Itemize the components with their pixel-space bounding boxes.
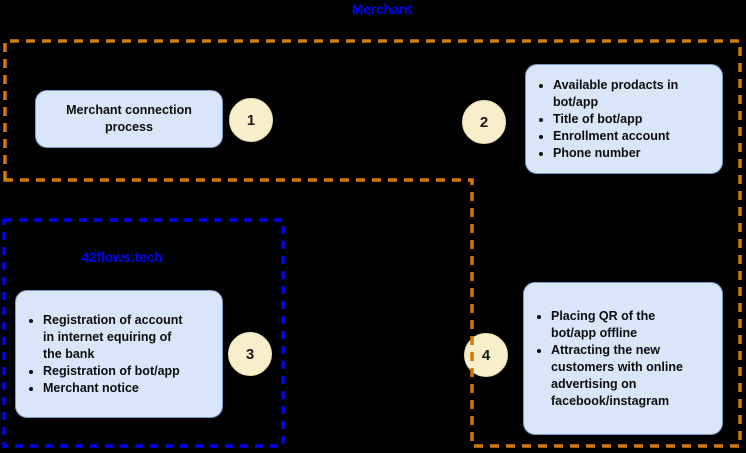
step-circle-2: 2 [462, 100, 506, 144]
step-circle-1: 1 [229, 98, 273, 142]
step-number: 3 [245, 345, 255, 363]
list-item: Enrollment account [553, 128, 678, 145]
node-promotion-tasks: Placing QR of the bot/app offline Attrac… [523, 282, 723, 435]
bullet-list: Available prodacts in bot/app Title of b… [526, 77, 684, 162]
list-item: Placing QR of the bot/app offline [551, 308, 683, 342]
list-item: Registration of account in internet equi… [43, 312, 183, 363]
list-item: Phone number [553, 145, 678, 162]
list-item: Merchant notice [43, 380, 183, 397]
merchant-region-label: Merchant [351, 2, 412, 17]
list-item: Title of bot/app [553, 111, 678, 128]
step-number: 4 [481, 346, 491, 364]
list-item: Available prodacts in bot/app [553, 77, 678, 111]
node-merchant-connection-process: Merchant connection process [35, 90, 223, 148]
bullet-list: Placing QR of the bot/app offline Attrac… [524, 308, 689, 410]
step-number: 2 [479, 113, 489, 131]
bullet-list: Registration of account in internet equi… [16, 312, 189, 397]
list-item: Registration of bot/app [43, 363, 183, 380]
node-title: Merchant connection process [66, 103, 192, 134]
step-number: 1 [246, 111, 256, 129]
company-region-label: 42flows.tech [81, 250, 163, 265]
node-registration-tasks: Registration of account in internet equi… [15, 290, 223, 418]
node-bot-requirements: Available prodacts in bot/app Title of b… [525, 64, 723, 174]
step-circle-3: 3 [228, 332, 272, 376]
step-circle-4: 4 [464, 333, 508, 377]
list-item: Attracting the new customers with online… [551, 342, 683, 410]
